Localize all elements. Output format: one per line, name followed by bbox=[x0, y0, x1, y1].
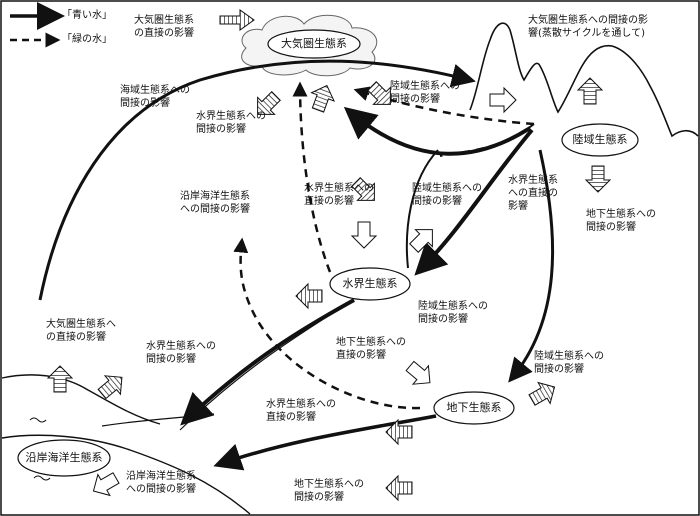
label-indirect-land-mid: 陸域生態系への 間接の影響 bbox=[412, 183, 482, 207]
wave-mark-1 bbox=[29, 417, 47, 423]
legend-blue-water-label: 「青い水」 bbox=[62, 10, 112, 21]
effect-arrow-water-left bbox=[295, 282, 323, 310]
flow-blue-water-up bbox=[405, 149, 439, 269]
node-land bbox=[561, 123, 639, 157]
node-groundwater bbox=[433, 391, 515, 425]
node-surface-water bbox=[329, 267, 411, 301]
label-indirect-coastal-mid: 沿岸海洋生態系 への間接の影響 bbox=[180, 191, 250, 215]
outline-arrows bbox=[92, 86, 517, 497]
label-indirect-land-lower: 陸域生態系への 間接の影響 bbox=[418, 301, 488, 325]
node-groundwater-label: 地下生態系 bbox=[446, 401, 502, 414]
label-direct-atmosphere-left: 大気圏生態系へ の直接の影響 bbox=[46, 319, 116, 343]
label-indirect-water-upper: 水界生態系への 間接の影響 bbox=[196, 111, 266, 135]
node-coastal-marine-label: 沿岸海洋生態系 bbox=[25, 451, 103, 464]
effect-arrow-water-upper bbox=[257, 91, 281, 115]
label-direct-water-mid: 水界生態系への 直接の影響 bbox=[304, 183, 374, 207]
label-indirect-land-upper: 陸域生態系への 間接の影響 bbox=[390, 81, 460, 105]
flow-green-land-inner bbox=[439, 123, 535, 157]
river-bank bbox=[101, 413, 215, 427]
outline-arrow-down bbox=[350, 221, 378, 249]
flow-blue-land-to-atmosphere bbox=[343, 106, 532, 156]
legend-green-water-label: 「緑の水」 bbox=[62, 34, 112, 45]
label-direct-atmosphere-top: 大気圏生態系 の直接の影響 bbox=[134, 15, 194, 39]
node-surface-water-label: 水界生態系 bbox=[342, 277, 398, 290]
effect-arrow-land-upper bbox=[367, 81, 391, 105]
flow-blue-top-arc bbox=[38, 59, 476, 301]
effect-arrow-mid bbox=[351, 177, 375, 201]
river-line bbox=[179, 305, 345, 431]
wave-mark-2 bbox=[33, 475, 51, 481]
effect-arrow-coastal-up bbox=[310, 84, 336, 113]
effect-arrow-bottom bbox=[385, 474, 413, 502]
flow-green-groundwater-to-coast bbox=[233, 237, 421, 410]
label-direct-groundwater-mid: 地下生態系への 直接の影響 bbox=[336, 337, 406, 361]
label-indirect-water-left: 水界生態系への 間接の影響 bbox=[146, 341, 216, 365]
effect-arrow-land-down bbox=[584, 165, 612, 193]
label-indirect-coastal-bottom: 沿岸海洋生態系 への間接の影響 bbox=[126, 471, 196, 495]
effect-arrow-groundwater-right bbox=[528, 381, 556, 406]
flow-blue-land-to-water bbox=[414, 128, 534, 276]
label-indirect-land-bottom-right: 陸域生態系への 間接の影響 bbox=[534, 351, 604, 375]
effect-arrow-coast-up bbox=[46, 365, 74, 393]
outline-arrow-to-groundwater bbox=[405, 360, 431, 385]
outline-arrow-up-right bbox=[409, 229, 433, 253]
outline-arrow-to-coast bbox=[92, 472, 120, 497]
flow-blue-groundwater-to-coast bbox=[213, 414, 437, 471]
effect-arrow-top bbox=[219, 9, 255, 31]
label-direct-water-bottom: 水界生態系への 直接の影響 bbox=[266, 399, 336, 423]
effect-arrows bbox=[46, 9, 612, 502]
coast-hill-lower bbox=[1, 434, 251, 515]
label-indirect-marine: 海域生態系への 間接の影響 bbox=[120, 85, 190, 109]
flow-green-water-to-atmosphere bbox=[292, 81, 332, 273]
effect-arrow-land-up bbox=[576, 77, 604, 105]
node-land-label: 陸域生態系 bbox=[572, 133, 628, 146]
effect-arrow-groundwater-left bbox=[385, 418, 413, 446]
effect-arrow-coast-left bbox=[97, 375, 123, 400]
node-coastal-marine bbox=[17, 439, 111, 477]
label-indirect-groundwater-bottom: 地下生態系への 間接の影響 bbox=[294, 479, 364, 503]
outline-arrow-right bbox=[489, 86, 517, 114]
label-direct-water-right: 水界生態系 への直接の 影響 bbox=[508, 175, 558, 212]
mountain-outline bbox=[469, 22, 699, 138]
flow-blue-river bbox=[180, 298, 355, 426]
flow-blue-land-to-groundwater bbox=[508, 149, 555, 383]
label-indirect-groundwater-right: 地下生態系への 間接の影響 bbox=[586, 209, 656, 233]
node-atmosphere bbox=[267, 29, 361, 59]
node-atmosphere-label: 大気圏生態系 bbox=[281, 37, 347, 50]
label-indirect-atmosphere-transpiration: 大気圏生態系への間接の影 響(蒸散サイクルを通して) bbox=[528, 15, 648, 39]
coast-hill-upper bbox=[1, 374, 161, 425]
